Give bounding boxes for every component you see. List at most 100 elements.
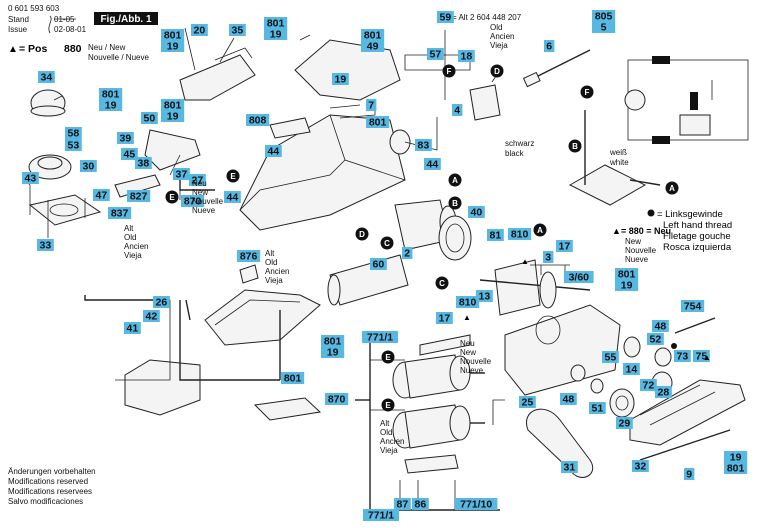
part-label-l3: 3 xyxy=(543,251,554,264)
svg-text:870: 870 xyxy=(184,196,202,208)
stand-label: Stand xyxy=(8,15,29,24)
svg-text:19: 19 xyxy=(730,452,742,464)
part-motor-new xyxy=(392,334,485,399)
marker-a-2: A xyxy=(665,181,679,195)
svg-text:19: 19 xyxy=(167,41,179,53)
svg-text:801: 801 xyxy=(164,100,182,112)
part-brush-holder xyxy=(404,454,459,474)
marker-c-5: C xyxy=(380,236,394,250)
part-label-l60: 60 xyxy=(370,258,387,271)
note-alt-old: Alt Old Ancien Vieja xyxy=(124,224,148,260)
note-alt-old-1: Old xyxy=(124,233,136,242)
marker-e-10: E xyxy=(165,190,179,204)
part-label-l59: 59 xyxy=(437,11,454,24)
svg-text:801: 801 xyxy=(102,89,120,101)
part-label-l4: 4 xyxy=(452,104,463,117)
svg-text:810: 810 xyxy=(511,229,529,241)
note-neu-new-2: Nouvelle xyxy=(192,197,224,206)
footer-notes: Änderungen vorbehalten Modifications res… xyxy=(8,467,96,506)
svg-text:771/1: 771/1 xyxy=(367,332,393,344)
note-alt-old-3: Vieja xyxy=(124,251,142,260)
svg-text:E: E xyxy=(385,401,391,410)
svg-text:771/10: 771/10 xyxy=(460,499,492,511)
svg-text:B: B xyxy=(572,142,578,151)
part-label-l58: 58 xyxy=(65,127,82,140)
part-label-l39: 39 xyxy=(117,132,134,145)
part-label-l18: 18 xyxy=(458,50,475,63)
svg-text:F: F xyxy=(447,67,452,76)
marker-e-9: E xyxy=(226,169,240,183)
part-label-l870-b: 870 xyxy=(325,393,349,406)
svg-text:4: 4 xyxy=(454,105,460,117)
svg-text:E: E xyxy=(385,353,391,362)
note-alt-old-2-1: Old xyxy=(265,258,277,267)
part-label-l34: 34 xyxy=(38,71,55,84)
svg-text:A: A xyxy=(537,226,543,235)
part-spanner xyxy=(674,317,716,334)
note-59-line-1: Ancien xyxy=(490,32,514,41)
part-label-l38: 38 xyxy=(135,157,152,170)
part-label-l28: 28 xyxy=(655,386,672,399)
note-pos880-0: = 880 = Neu xyxy=(621,226,671,236)
svg-text:81: 81 xyxy=(490,230,502,242)
part-label-l86: 86 xyxy=(412,498,429,511)
svg-text:29: 29 xyxy=(619,418,631,430)
part-pulley-29 xyxy=(609,388,635,418)
footer-line-1: Modifications reserved xyxy=(8,477,88,486)
marker-a-0: A xyxy=(448,173,462,187)
svg-text:808: 808 xyxy=(249,115,267,127)
part-label-l9: 9 xyxy=(684,468,695,481)
part-label-l52: 52 xyxy=(647,333,664,346)
svg-text:3/60: 3/60 xyxy=(569,272,590,284)
part-blade-set xyxy=(253,397,322,421)
marker-d-7: D xyxy=(355,227,369,241)
part-label-l31: 31 xyxy=(561,461,578,474)
part-label-l83: 83 xyxy=(415,139,432,152)
note-alt-old-3-3: Vieja xyxy=(380,446,398,455)
part-drive-belt xyxy=(525,408,593,478)
svg-text:48: 48 xyxy=(655,321,667,333)
part-label-l20: 20 xyxy=(191,24,208,37)
part-motor-old xyxy=(392,404,485,449)
part-label-l72: 72 xyxy=(640,379,657,392)
part-label-l51: 51 xyxy=(589,402,606,415)
pos-legend-text: = Pos xyxy=(19,43,47,55)
svg-text:17: 17 xyxy=(439,313,451,325)
part-label-l53: 53 xyxy=(65,139,82,152)
part-label-l37: 37 xyxy=(173,168,190,181)
note-pos880-2: Nouvelle xyxy=(625,246,657,255)
svg-text:C: C xyxy=(439,279,445,288)
part-fan-ring xyxy=(438,215,472,261)
part-label-l81: 81 xyxy=(487,229,504,242)
svg-text:D: D xyxy=(494,67,500,76)
part-handle-cover xyxy=(294,39,401,101)
part-label-l771-1-a: 771/1 xyxy=(362,331,398,344)
part-main-housing xyxy=(239,114,406,231)
svg-text:827: 827 xyxy=(130,191,148,203)
issue-value: 02-08-01 xyxy=(54,25,87,34)
part-label-l43: 43 xyxy=(22,172,39,185)
figure-label-box xyxy=(94,12,158,25)
svg-text:40: 40 xyxy=(471,207,483,219)
marker-d-8: D xyxy=(490,64,504,78)
part-bracket xyxy=(144,129,201,171)
part-ring-83 xyxy=(389,129,411,155)
svg-text:19: 19 xyxy=(167,111,179,123)
part-label-l19-a: 19 xyxy=(332,73,349,86)
marker-e-12: E xyxy=(381,398,395,412)
part-pulley-14 xyxy=(623,336,641,358)
doc-number: 0 601 593 603 xyxy=(8,4,60,13)
part-label-l33: 33 xyxy=(37,239,54,252)
part-strip xyxy=(639,429,731,461)
part-rear-shoe xyxy=(124,359,201,416)
svg-text:25: 25 xyxy=(522,397,534,409)
note-alt-old-2-2: Ancien xyxy=(265,267,289,276)
svg-text:47: 47 xyxy=(96,190,108,202)
svg-text:801: 801 xyxy=(324,336,342,348)
svg-text:801: 801 xyxy=(284,373,302,385)
svg-text:3: 3 xyxy=(545,252,551,264)
